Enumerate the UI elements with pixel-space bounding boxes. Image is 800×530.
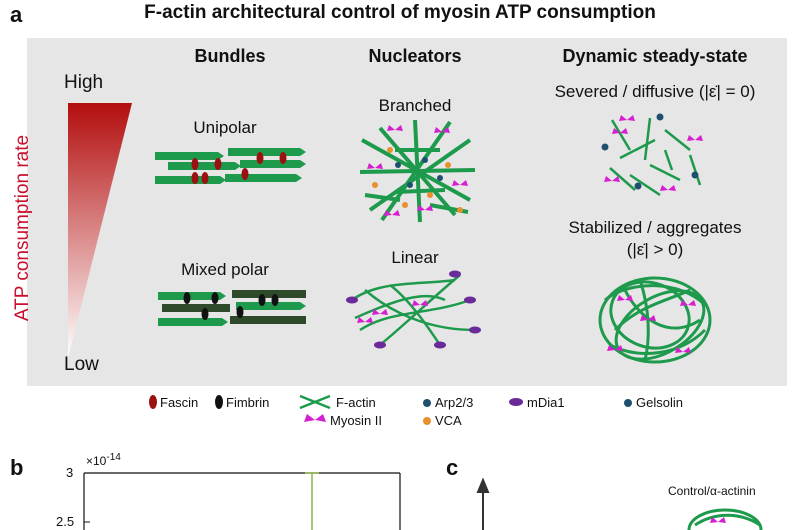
linear-network <box>351 274 476 346</box>
branched-network <box>359 119 476 223</box>
up-arrow-icon <box>476 477 490 530</box>
myosin-icon <box>367 125 468 216</box>
panel-a-background <box>27 38 787 386</box>
fascin-icon <box>149 395 157 409</box>
legend-factin: F-actin <box>336 395 376 410</box>
panel-b-tick-2-5: 2.5 <box>56 514 75 529</box>
panel-label-b: b <box>10 455 24 480</box>
panel-label-c: c <box>446 455 459 480</box>
panel-b-scale-exponent: -14 <box>106 452 121 463</box>
stabilized-label-2: (|ε̇| > 0) <box>626 240 684 259</box>
high-label: High <box>64 72 104 93</box>
fimbrin-icon <box>215 395 223 409</box>
arp23-icon <box>423 399 431 407</box>
linear-label: Linear <box>391 248 439 267</box>
mixed-polar-label: Mixed polar <box>181 260 269 279</box>
panel-b-scale: ×10-14 <box>86 452 121 468</box>
unipolar-label: Unipolar <box>193 118 257 137</box>
vca-icon <box>423 417 431 425</box>
control-aggregate <box>687 508 763 530</box>
stabilized-label-1: Stabilized / aggregates <box>568 218 742 237</box>
gelsolin-icon <box>624 399 632 407</box>
branched-label: Branched <box>378 96 452 115</box>
unipolar-bundle <box>155 148 306 184</box>
legend-mdia1: mDia1 <box>527 395 565 410</box>
panel-b-axes <box>83 472 401 530</box>
mixed-polar-bundle <box>158 290 306 326</box>
legend-fascin: Fascin <box>160 395 199 410</box>
myosin-icon <box>304 414 326 422</box>
mdia1-icon <box>509 398 523 406</box>
panel-c-control-label: Control/α-actinin <box>668 484 756 498</box>
panel-label-a: a <box>10 2 23 27</box>
nucleators-header: Nucleators <box>368 46 462 66</box>
legend-gelsolin: Gelsolin <box>636 395 683 410</box>
actin-icon <box>299 394 331 410</box>
severed-label: Severed / diffusive (|ε̇| = 0) <box>554 82 756 101</box>
legend-vca: VCA <box>435 413 462 428</box>
legend-myosin: Myosin II <box>330 413 383 428</box>
panel-b-tick-3: 3 <box>66 465 74 480</box>
legend-arp23: Arp2/3 <box>435 395 474 410</box>
bundles-header: Bundles <box>194 46 266 66</box>
stabilized-aggregate <box>598 276 712 364</box>
figure-title: F-actin architectural control of myosin … <box>144 2 656 23</box>
dynamic-header: Dynamic steady-state <box>562 46 748 66</box>
panel-b-scale-base: ×10 <box>86 454 107 468</box>
low-label: Low <box>64 354 99 375</box>
legend-fimbrin: Fimbrin <box>226 395 270 410</box>
severed-network <box>609 117 702 197</box>
